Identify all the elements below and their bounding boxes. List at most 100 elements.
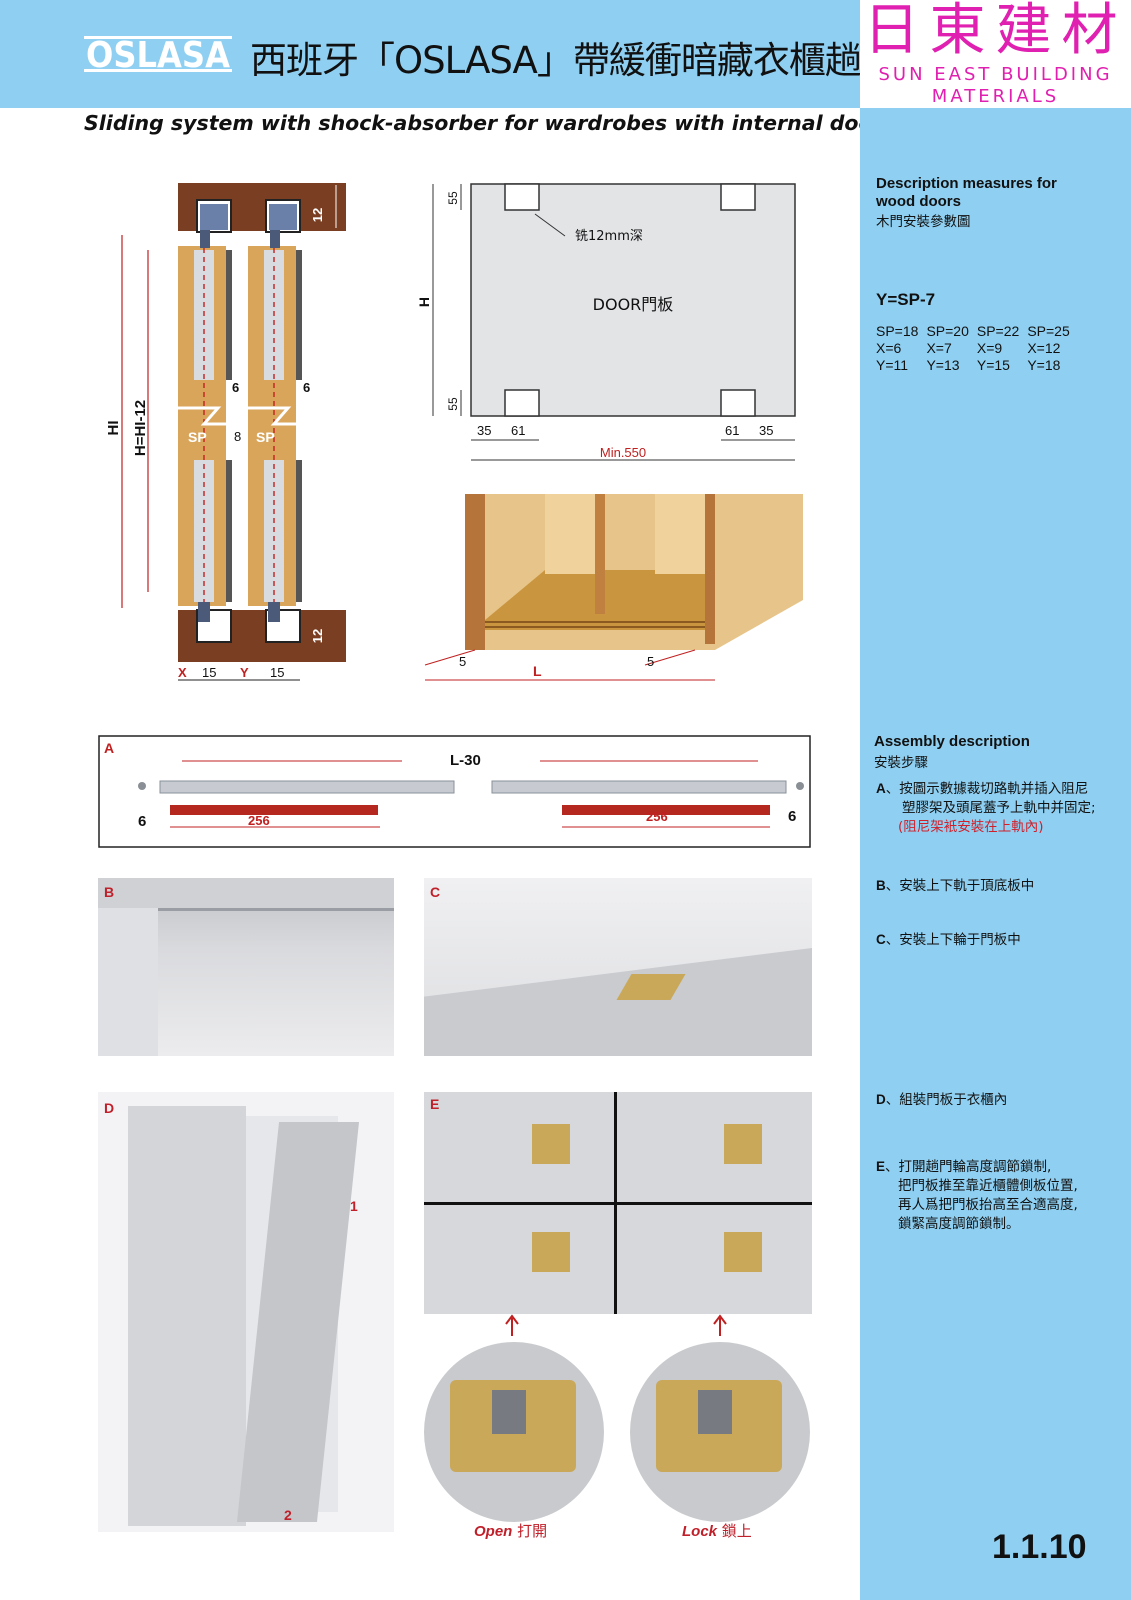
mill-note: 铣12mm深: [575, 229, 643, 244]
y-row: Y=11 Y=13 Y=15 Y=18: [876, 357, 1078, 374]
panel-d-label: D: [104, 1100, 115, 1116]
step-e-line1: 、打開趟門輪高度調節鎖制,: [885, 1159, 1052, 1175]
header-bar: OSLASA 西班牙「OSLASA」帶緩衝暗藏衣櫃趟門配件: [0, 0, 970, 108]
step-b-text: 、安裝上下軌于頂底板中: [885, 878, 1035, 894]
sp-cell: SP=18: [876, 323, 919, 339]
oslasa-logo-mark: OSLASA: [84, 35, 232, 76]
lock-cn: 鎖上: [717, 1522, 752, 1540]
step-a-line1: 、按圖示數據裁切路軌并插入阻尼: [885, 781, 1089, 797]
arrow-up-icon: [505, 1314, 519, 1336]
page-subtitle: Sliding system with shock-absorber for w…: [84, 111, 895, 135]
dim-5-left: 5: [459, 654, 466, 669]
desc-title-1: Description measures for: [876, 175, 1057, 192]
dim-6-left-a: 6: [138, 813, 146, 830]
rail-length: L-30: [450, 752, 481, 769]
open-en: Open: [474, 1523, 513, 1540]
panel-b: B: [98, 878, 394, 1056]
brand-english-1: SUN EAST BUILDING: [878, 64, 1113, 85]
dim-6-left: 6: [232, 380, 239, 395]
step-e-line2: 把門板推至靠近櫃體側板位置,: [898, 1178, 1078, 1194]
dim-5-right: 5: [647, 654, 654, 669]
panel-e: E: [424, 1092, 812, 1314]
dim-15-a: 15: [202, 665, 216, 680]
y-cell: Y=11: [876, 357, 909, 373]
lock-en: Lock: [682, 1523, 718, 1540]
step-e-line4: 鎖緊高度調節鎖制。: [898, 1216, 1020, 1232]
sp-table: SP=18 SP=20 SP=22 SP=25 X=6 X=7 X=9 X=12…: [876, 323, 1078, 374]
step-c: C、安裝上下輪于門板中: [876, 930, 1021, 950]
dim-6-right: 6: [303, 380, 310, 395]
step-a-line2: 塑膠架及頭尾蓋予上軌中并固定;: [902, 800, 1096, 816]
panel-a: A L-30 6 6 256 256: [98, 735, 811, 848]
hi-label: HI: [105, 421, 122, 436]
brand-block: 日東建材 SUN EAST BUILDING MATERIALS: [860, 0, 1131, 108]
step-e: E、打開趟門輪高度調節鎖制, 把門板推至靠近櫃體側板位置, 再人爲把門板抬高至合…: [876, 1157, 1078, 1234]
l-label: L: [533, 663, 542, 679]
open-caption: Open 打開: [474, 1520, 547, 1541]
sp-cell: SP=22: [976, 323, 1020, 339]
panel-d: D 1 2: [98, 1092, 394, 1532]
damper-left: 256: [248, 813, 270, 828]
door-section-diagram: HI H=HI-12 12 12 6 6 8 SP SP X 15 Y 15: [105, 183, 346, 681]
x-row: X=6 X=7 X=9 X=12: [876, 340, 1078, 357]
panel-a-label: A: [104, 740, 114, 756]
panel-c: C: [424, 878, 812, 1056]
dim-8: 8: [234, 429, 241, 444]
panel-b-label: B: [104, 884, 115, 900]
dim-6-right-a: 6: [788, 808, 796, 825]
x-cell: X=6: [876, 340, 902, 356]
dim-15-b: 15: [270, 665, 284, 680]
dim-61-left: 61: [511, 423, 525, 438]
dim-55-top: 55: [446, 191, 460, 205]
dim-61-right: 61: [725, 423, 739, 438]
x-cell: X=7: [926, 340, 952, 356]
arrow-2-label: 2: [284, 1507, 292, 1523]
x-label: X: [178, 665, 187, 680]
step-a-line3: (阻尼架衹安裝在上軌內): [898, 819, 1044, 835]
sp-left-label: SP: [188, 429, 207, 445]
x-cell: X=9: [976, 340, 1003, 356]
step-e-letter: E: [876, 1159, 886, 1174]
step-b: B、安裝上下軌于頂底板中: [876, 876, 1034, 896]
step-c-letter: C: [876, 932, 886, 947]
y-label: Y: [240, 665, 249, 680]
brand-chinese: 日東建材: [863, 0, 1128, 63]
sp-cell: SP=20: [926, 323, 969, 339]
x-cell: X=12: [1027, 340, 1061, 356]
lock-caption: Lock 鎖上: [682, 1520, 752, 1541]
dim-12-top: 12: [310, 208, 325, 222]
min-width: Min.550: [600, 445, 646, 460]
door-h-label: H: [416, 297, 432, 307]
sp-row: SP=18 SP=20 SP=22 SP=25: [876, 323, 1078, 340]
side-column: [860, 108, 1131, 1600]
door-panel-diagram: 铣12mm深 DOOR門板 H 55 55 35 61 61 35 Min.55…: [416, 183, 796, 461]
panel-e-label: E: [430, 1096, 440, 1112]
step-d: D、組裝門板于衣櫃內: [876, 1090, 1007, 1110]
dim-55-bottom: 55: [446, 397, 460, 411]
panel-c-label: C: [430, 884, 441, 900]
formula: Y=SP-7: [876, 290, 936, 309]
step-a: A、按圖示數據裁切路軌并插入阻尼 塑膠架及頭尾蓋予上軌中并固定; (阻尼架衹安裝…: [876, 779, 1096, 837]
dim-35-right: 35: [759, 423, 773, 438]
oslasa-logo: OSLASA: [84, 34, 234, 76]
step-e-line3: 再人爲把門板抬高至合適高度,: [898, 1197, 1078, 1213]
step-d-text: 、組裝門板于衣櫃內: [885, 1092, 1008, 1108]
open-cn: 打開: [512, 1522, 548, 1540]
y-cell: Y=18: [1027, 357, 1061, 373]
y-cell: Y=15: [976, 357, 1010, 373]
step-a-letter: A: [876, 781, 886, 796]
header-title: 西班牙「OSLASA」帶緩衝暗藏衣櫃趟門配件: [250, 39, 970, 82]
svg-text:OSLASA: OSLASA: [86, 35, 230, 74]
dim-12-bottom: 12: [310, 629, 325, 643]
desc-title-cn: 木門安裝參數圖: [876, 214, 971, 230]
brand-english-2: MATERIALS: [931, 86, 1060, 107]
h-label: H=HI-12: [132, 400, 149, 456]
y-cell: Y=13: [926, 357, 960, 373]
damper-right: 256: [646, 809, 668, 824]
page-number: 1.1.10: [992, 1528, 1087, 1566]
arrow-up-icon: [713, 1314, 727, 1336]
step-c-text: 、安裝上下輪于門板中: [885, 932, 1021, 948]
assembly-title: Assembly description: [874, 733, 1030, 750]
dim-35-left: 35: [477, 423, 491, 438]
step-b-letter: B: [876, 878, 886, 893]
